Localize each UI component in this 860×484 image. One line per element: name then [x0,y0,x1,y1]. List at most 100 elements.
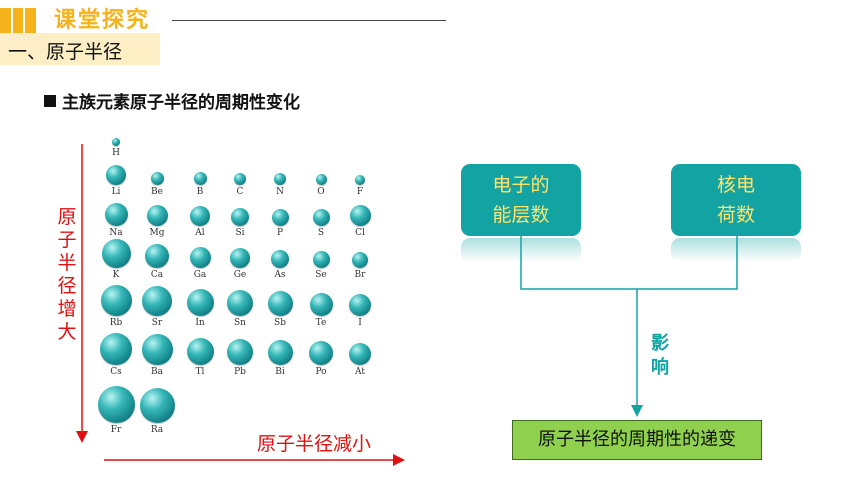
atom-sphere [227,339,253,365]
element-Se: Se [301,251,341,280]
element-symbol: Ra [150,425,164,435]
element-symbol: Cs [110,367,122,377]
horizontal-axis-label: 原子半径减小 [257,433,372,455]
element-Te: Te [301,293,341,328]
element-symbol: Rb [109,318,123,328]
element-symbol: Ge [233,270,247,280]
subtitle: 主族元素原子半径的周期性变化 [44,88,300,113]
box-right-line: 核电 [716,174,755,196]
element-symbol: Br [354,270,366,280]
element-symbol: Sn [234,318,246,328]
element-Be: Be [137,172,177,197]
element-C: C [220,173,260,197]
element-H: H [96,138,136,158]
header-underline [172,20,446,21]
section-background [0,33,160,65]
element-symbol: Ca [150,270,164,280]
atom-sphere [271,250,289,268]
vertical-axis-label: 原 子 半 径 增 大 [55,206,79,344]
atom-sphere [315,174,327,185]
element-symbol: Ba [151,367,163,377]
element-Ge: Ge [220,248,260,280]
atom-sphere [142,286,172,316]
header-title: 课堂探究 [54,8,151,33]
atom-sphere [150,172,164,185]
element-symbol: Li [111,187,121,197]
element-symbol: Na [109,228,123,238]
element-I: I [340,294,380,328]
section-label: 一、原子半径 [8,41,123,63]
influence-label: 影 响 [648,332,672,380]
atom-sphere [267,291,293,316]
header-decoration [0,8,37,34]
element-Pb: Pb [220,339,260,377]
atom-sphere [309,341,333,365]
box-right-reflection [671,238,801,262]
box-left-line: 电子的 [492,174,550,196]
element-Sb: Sb [260,291,300,328]
box-energy-levels: 电子的 能层数 [461,164,581,236]
element-symbol: At [355,367,365,377]
element-Cl: Cl [340,205,380,238]
element-Sr: Sr [137,286,177,328]
element-symbol: In [195,318,205,328]
element-Li: Li [96,165,136,197]
element-symbol: Ga [193,270,207,280]
element-Fr: Fr [96,386,136,435]
element-symbol: Bi [275,367,285,377]
element-symbol: Be [151,187,163,197]
element-symbol: F [356,187,364,197]
atom-sphere [267,340,293,365]
element-symbol: Fr [110,425,122,435]
atom-sphere [104,203,128,226]
element-Po: Po [301,341,341,377]
bullet-square-icon [44,95,56,107]
element-symbol: B [196,187,204,197]
element-N: N [260,173,300,197]
element-Tl: Tl [180,338,220,377]
box-nuclear-charge: 核电 荷数 [671,164,801,236]
box-right-line: 荷数 [716,204,755,226]
element-S: S [301,209,341,238]
element-symbol: N [276,187,284,197]
element-Ca: Ca [137,244,177,280]
atom-sphere [234,173,246,185]
element-Ga: Ga [180,247,220,280]
element-Rb: Rb [96,285,136,328]
atom-sphere [189,247,211,268]
element-P: P [260,209,300,238]
element-Sn: Sn [220,290,260,328]
box-left-line: 能层数 [492,204,550,226]
vertical-label-char: 半 [57,252,77,274]
atom-sphere [112,138,120,146]
vertical-label-char: 大 [57,321,77,343]
atom-sphere [271,209,289,226]
atom-sphere [227,290,253,316]
element-symbol: O [317,187,325,197]
atom-sphere [100,333,132,365]
atom-sphere [231,208,249,226]
atom-sphere [352,252,368,268]
atom-sphere [186,338,214,365]
vertical-label-char: 原 [57,206,77,228]
atom-sphere [145,244,169,268]
atom-sphere [230,248,250,268]
element-At: At [340,343,380,377]
element-As: As [260,250,300,280]
atom-sphere [139,388,175,423]
atom-sphere [106,165,126,185]
element-Bi: Bi [260,340,300,377]
element-Na: Na [96,203,136,238]
element-symbol: Si [235,228,245,238]
element-symbol: I [358,318,362,328]
vertical-label-char: 增 [57,298,77,320]
atom-sphere [186,289,214,316]
atom-sphere [349,294,371,316]
element-symbol: P [276,228,284,238]
subtitle-text: 主族元素原子半径的周期性变化 [62,93,300,113]
box-left-reflection [461,238,581,262]
element-K: K [96,239,136,280]
element-In: In [180,289,220,328]
element-symbol: Sr [151,318,163,328]
